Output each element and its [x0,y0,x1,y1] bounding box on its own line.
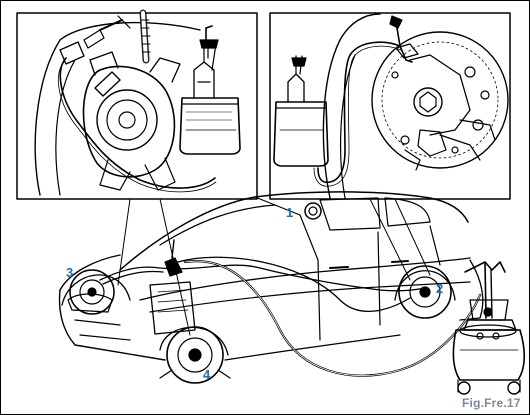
catch-bottle-right [273,101,329,167]
callout-2: 2 [436,281,444,296]
brake-pipes [99,256,426,313]
front-caliper-inset [16,9,258,200]
bleed-screw-rear [389,15,403,29]
callout-3: 3 [66,265,74,280]
caliper-body [82,65,176,178]
pressure-bleeder-unit [452,261,526,395]
bleed-tube-right [317,41,401,184]
inset-frame-left [16,12,258,200]
wheel-front-left [69,269,115,315]
rear-drum-inset [269,12,511,200]
engine-bay-equipment [149,239,196,335]
bleeder-hose [183,260,482,377]
car-body [58,191,484,361]
callout-4: 4 [203,367,211,382]
callout-1: 1 [286,205,294,220]
figure-label: Fig.Fre.17 [462,396,521,410]
inset-frame-right [269,12,511,200]
drum-backplate [371,31,509,169]
wheel-front-right [159,326,231,384]
wheel-rear [398,265,452,319]
bleed-tube-left [59,57,216,189]
catch-bottle-left [179,97,241,155]
bleed-screw [94,71,121,97]
fuel-cap [304,202,322,220]
